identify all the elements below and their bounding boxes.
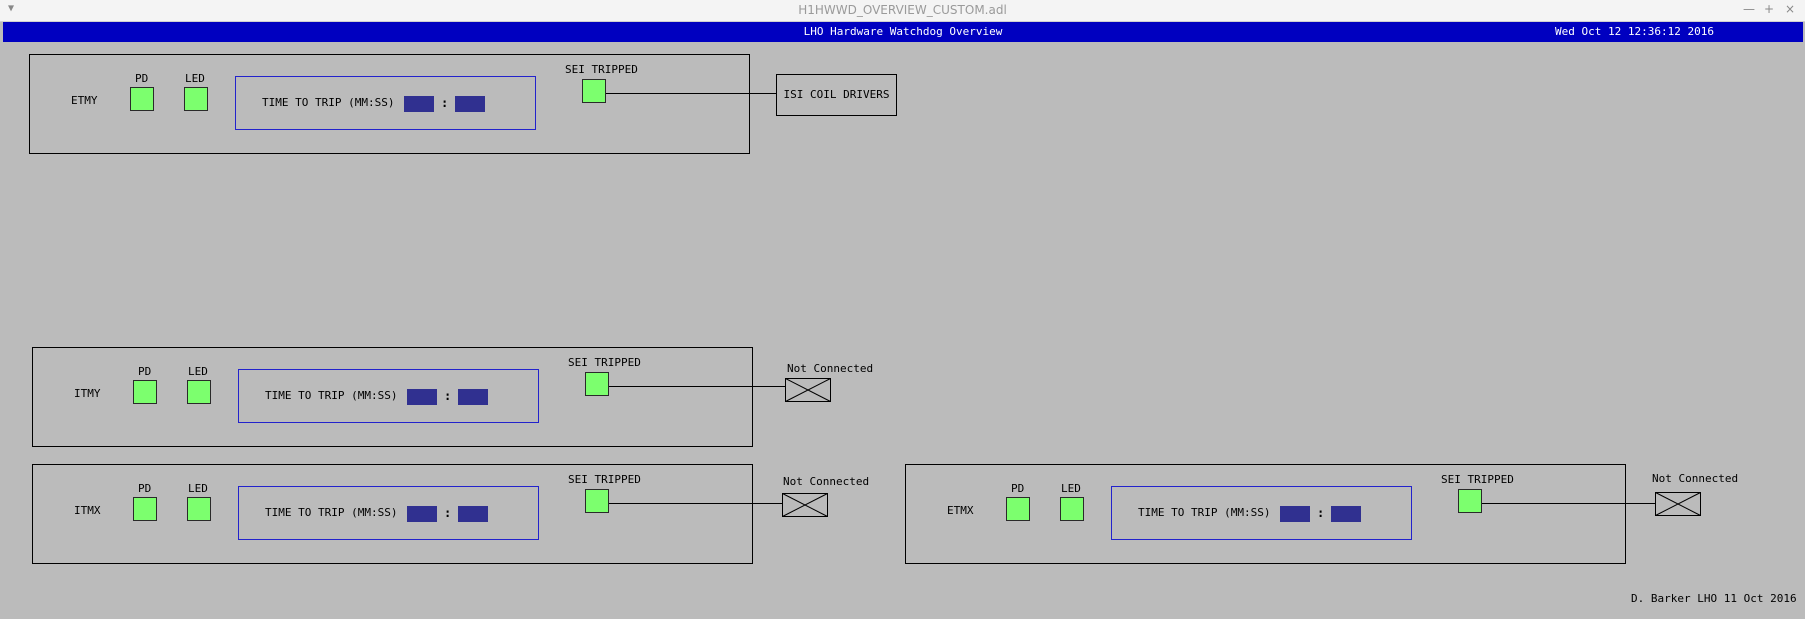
itmy-time-to-trip-label: TIME TO TRIP (MM:SS) (265, 389, 398, 402)
itmx-led-label: LED (188, 482, 208, 495)
etmx-sei-tripped-indicator[interactable] (1458, 489, 1482, 513)
itmy-led-label: LED (188, 365, 208, 378)
etmy-led-label: LED (185, 72, 205, 85)
itmy-sei-tripped-indicator[interactable] (585, 372, 609, 396)
etmy-pd-label: PD (135, 72, 149, 85)
itmy-led-indicator[interactable] (187, 380, 211, 404)
etmy-sei-link (606, 93, 776, 94)
itmy-time-minutes (407, 389, 437, 405)
etmy-time-seconds (455, 96, 485, 112)
itmy-name: ITMY (74, 387, 101, 400)
itmy-time-colon: : (444, 389, 452, 403)
etmx-sei-link (1482, 503, 1655, 504)
itmx-sei-tripped-label: SEI TRIPPED (568, 473, 641, 486)
etmy-time-colon: : (441, 96, 449, 110)
itmy-not-connected-icon (785, 378, 831, 402)
etmy-name: ETMY (71, 94, 98, 107)
etmx-not-connected-icon (1655, 492, 1701, 516)
window-menu-icon[interactable]: ▼ (8, 3, 15, 14)
isi-coil-drivers-button[interactable]: ISI COIL DRIVERS (776, 74, 897, 116)
itmx-pd-indicator[interactable] (133, 497, 157, 521)
itmx-led-indicator[interactable] (187, 497, 211, 521)
itmx-not-connected-icon (782, 493, 828, 517)
itmy-time-seconds (458, 389, 488, 405)
itmy-pd-label: PD (138, 365, 152, 378)
etmx-pd-label: PD (1011, 482, 1025, 495)
etmx-time-to-trip-box: TIME TO TRIP (MM:SS) : (1111, 486, 1412, 540)
etmy-led-indicator[interactable] (184, 87, 208, 111)
window-titlebar: ▼ H1HWWD_OVERVIEW_CUSTOM.adl — + × (0, 0, 1805, 22)
etmx-sei-tripped-label: SEI TRIPPED (1441, 473, 1514, 486)
itmx-time-seconds (458, 506, 488, 522)
etmy-time-minutes (404, 96, 434, 112)
itmy-sei-tripped-label: SEI TRIPPED (568, 356, 641, 369)
etmy-panel (29, 54, 750, 154)
etmx-time-to-trip-label: TIME TO TRIP (MM:SS) (1138, 506, 1271, 519)
etmy-sei-tripped-label: SEI TRIPPED (565, 63, 638, 76)
maximize-icon[interactable]: + (1764, 2, 1775, 16)
etmx-led-label: LED (1061, 482, 1081, 495)
close-icon[interactable]: × (1785, 2, 1796, 16)
etmx-not-connected-label: Not Connected (1652, 472, 1739, 485)
etmx-time-colon: : (1317, 506, 1325, 520)
etmy-pd-indicator[interactable] (130, 87, 154, 111)
window-title: H1HWWD_OVERVIEW_CUSTOM.adl (798, 3, 1007, 17)
etmx-panel (905, 464, 1626, 564)
itmx-time-colon: : (444, 506, 452, 520)
itmy-pd-indicator[interactable] (133, 380, 157, 404)
itmx-time-to-trip-box: TIME TO TRIP (MM:SS) : (238, 486, 539, 540)
itmy-sei-link (609, 386, 785, 387)
itmy-panel (32, 347, 753, 447)
itmx-sei-link (609, 503, 782, 504)
header-datetime: Wed Oct 12 12:36:12 2016 (1555, 25, 1714, 38)
minimize-icon[interactable]: — (1743, 2, 1755, 16)
itmx-panel (32, 464, 753, 564)
etmx-time-seconds (1331, 506, 1361, 522)
itmx-sei-tripped-indicator[interactable] (585, 489, 609, 513)
itmx-pd-label: PD (138, 482, 152, 495)
itmy-time-to-trip-box: TIME TO TRIP (MM:SS) : (238, 369, 539, 423)
etmx-led-indicator[interactable] (1060, 497, 1084, 521)
footer-credit: D. Barker LHO 11 Oct 2016 (1631, 592, 1797, 605)
itmx-name: ITMX (74, 504, 101, 517)
itmx-time-to-trip-label: TIME TO TRIP (MM:SS) (265, 506, 398, 519)
itmx-not-connected-label: Not Connected (783, 475, 870, 488)
itmy-not-connected-label: Not Connected (787, 362, 874, 375)
etmy-sei-tripped-indicator[interactable] (582, 79, 606, 103)
etmx-pd-indicator[interactable] (1006, 497, 1030, 521)
etmx-time-minutes (1280, 506, 1310, 522)
etmy-time-to-trip-box: TIME TO TRIP (MM:SS) : (235, 76, 536, 130)
itmx-time-minutes (407, 506, 437, 522)
overview-header: LHO Hardware Watchdog Overview Wed Oct 1… (3, 22, 1803, 42)
etmy-time-to-trip-label: TIME TO TRIP (MM:SS) (262, 96, 395, 109)
etmx-name: ETMX (947, 504, 974, 517)
overview-title: LHO Hardware Watchdog Overview (803, 25, 1003, 38)
